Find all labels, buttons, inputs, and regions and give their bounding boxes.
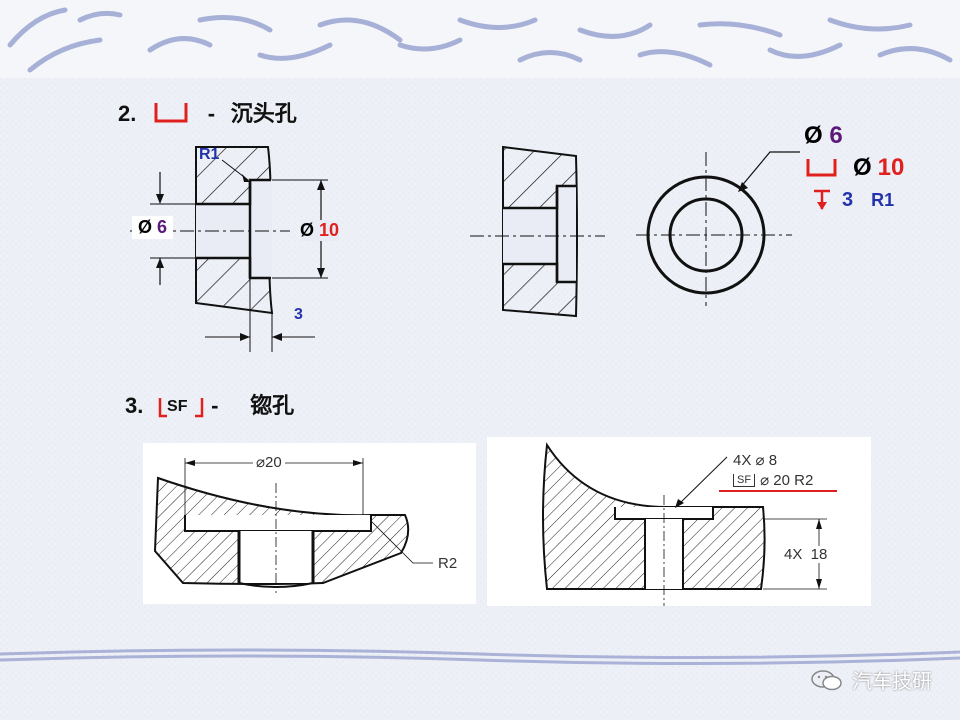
callout-line3: 3 R1 xyxy=(812,188,894,212)
spotface-height-dimension: 4X 18 xyxy=(782,546,830,563)
section-3-heading: 3. SF - 锪孔 xyxy=(125,388,294,420)
r1-label: R1 xyxy=(199,146,220,163)
spotface-callout-line1: 4X ⌀ 8 xyxy=(733,452,778,469)
callout-line1: Ø 6 xyxy=(804,122,843,149)
depth-symbol-icon xyxy=(814,189,830,210)
depth-dimension: 3 xyxy=(294,306,303,323)
spotface-callout-symbol: SF xyxy=(733,473,756,487)
large-diameter-dimension: Ø 10 xyxy=(300,220,340,241)
spotface-left-panel: ⌀20 R2 xyxy=(143,443,476,604)
counterbore-symbol-icon xyxy=(806,159,837,177)
section-2-title: 沉头孔 xyxy=(230,102,297,127)
spotface-symbol: SF xyxy=(158,398,204,418)
counterbore-section-view xyxy=(130,146,328,352)
spotface-radius-dimension: R2 xyxy=(438,555,458,572)
spotface-right-panel: 4X ⌀ 8 SF ⌀ 20 R2 4X 18 xyxy=(487,437,871,606)
spotface-right-drawing xyxy=(542,442,837,606)
wechat-icon xyxy=(811,669,842,690)
bottom-wave-decoration xyxy=(0,648,960,666)
counterbore-section-view-plain xyxy=(470,145,605,318)
top-wave-decoration xyxy=(7,7,953,73)
spotface-bracket-icon xyxy=(158,398,204,418)
counterbore-top-view xyxy=(636,151,800,306)
section-2-dash: - xyxy=(207,101,216,126)
watermark: 汽车技研 xyxy=(810,665,932,694)
spotface-callout-line2: SF ⌀ 20 R2 xyxy=(733,471,813,489)
section-3-number: 3. xyxy=(125,393,144,418)
counterbore-symbol-icon xyxy=(154,103,188,123)
section-3-title: 锪孔 xyxy=(250,394,295,419)
spotface-left-drawing xyxy=(153,458,433,593)
section-3-dash: - xyxy=(211,393,219,418)
spotface-diameter-dimension: ⌀20 xyxy=(253,453,285,471)
small-diameter-dimension: Ø 6 xyxy=(132,216,174,239)
callout-line2: Ø 10 xyxy=(805,154,904,182)
section-2-number: 2. xyxy=(118,101,137,126)
section-2-heading: 2. - 沉头孔 xyxy=(118,96,297,128)
